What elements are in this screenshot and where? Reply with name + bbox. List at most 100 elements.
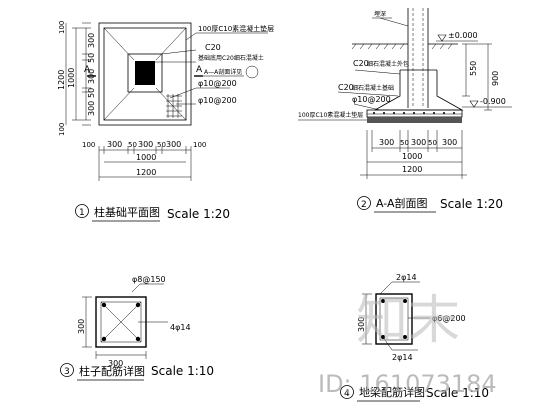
plan-rebar-hatch bbox=[166, 94, 182, 118]
plan-dim-bottom-1: 300 bbox=[107, 140, 122, 149]
plan-dim-bottom-total2: 1200 bbox=[136, 168, 156, 177]
section-ground-hatch bbox=[351, 43, 453, 50]
beam-detail: 2φ14 φ6@200 2φ14 300 4 地梁配筋详图 Scale 1:10 bbox=[340, 273, 489, 402]
section-level-bottom: -0.900 bbox=[480, 97, 506, 106]
plan-bar-b: φ10@200 bbox=[198, 96, 237, 105]
plan-diagonal-c bbox=[103, 87, 135, 121]
plan-detail: A A 100厚C10素混凝土垫层 C20 基础底用C20细石混凝土 A—A剖面… bbox=[57, 21, 274, 222]
section-top-note: 埋深 bbox=[374, 10, 386, 18]
column-detail: φ8@150 4φ14 300 300 3 柱子配筋详图 Scale 1:10 bbox=[60, 275, 214, 381]
beam-section bbox=[375, 293, 413, 345]
section-title-number-circle bbox=[357, 196, 371, 210]
beam-stirrup-ring bbox=[379, 297, 409, 341]
plan-outer-square bbox=[98, 22, 192, 126]
section-callout-conc2-note: 细石混凝土基础 bbox=[352, 84, 394, 92]
plan-diagonal-a bbox=[103, 27, 135, 61]
plan-title-number: 1 bbox=[79, 208, 85, 218]
column-dim-bottom: 300 bbox=[108, 359, 123, 368]
plan-dim-left-total1: 1000 bbox=[67, 68, 76, 88]
plan-diagonal-d bbox=[155, 87, 187, 121]
section-callout-base: 100厚C10素混凝土垫层 bbox=[298, 111, 363, 119]
section-dims-right: 550 900 bbox=[462, 43, 500, 111]
section-dim-bottom-2: 50 bbox=[400, 139, 409, 147]
beam-title-number: 4 bbox=[344, 389, 350, 399]
plan-column bbox=[135, 61, 155, 85]
plan-dims-bottom: 300 50 300 50 300 100 100 1000 1200 bbox=[82, 140, 206, 181]
column-main-bars: 4φ14 bbox=[170, 323, 191, 332]
column-dim-side: 300 bbox=[77, 319, 86, 334]
section-dims-bottom: 300 50 300 50 300 1000 1200 bbox=[360, 130, 467, 179]
beam-bottom-bars: 2φ14 bbox=[392, 353, 413, 362]
column-bar-4 bbox=[135, 336, 141, 342]
plan-section-label-left: A bbox=[84, 65, 91, 75]
beam-scale: Scale 1:10 bbox=[426, 386, 489, 400]
section-callout-conc: C20 bbox=[353, 59, 369, 68]
section-level-top: ±0.000 bbox=[448, 31, 478, 40]
section-bar: φ10@200 bbox=[352, 95, 391, 104]
plan-dim-left-outer-1: 100 bbox=[58, 21, 66, 34]
section-blinding bbox=[367, 117, 462, 123]
beam-bar-1 bbox=[381, 299, 385, 303]
section-dim-bottom-1: 300 bbox=[379, 138, 394, 147]
section-dim-bottom-total: 1000 bbox=[402, 152, 422, 161]
section-detail: ±0.000 -0.900 埋深 C20 细石混凝土外包 C20 细石混凝土基础… bbox=[298, 8, 512, 213]
plan-callout-base: 100厚C10素混凝土垫层 bbox=[198, 24, 274, 33]
section-dim-bottom-3: 300 bbox=[411, 138, 426, 147]
section-title: A-A剖面图 bbox=[376, 196, 428, 210]
beam-stirrup: φ6@200 bbox=[432, 314, 466, 323]
plan-title-number-circle bbox=[75, 204, 89, 218]
plan-scale: Scale 1:20 bbox=[167, 207, 230, 221]
plan-section-label-right: A bbox=[196, 65, 203, 75]
section-callout-conc-note: 细石混凝土外包 bbox=[367, 60, 409, 68]
column-stirrup: φ8@150 bbox=[132, 275, 166, 284]
plan-dim-left-total2: 1200 bbox=[57, 70, 66, 90]
column-scale: Scale 1:10 bbox=[151, 364, 214, 378]
column-title: 柱子配筋详图 bbox=[79, 364, 145, 378]
plan-dim-left-1: 300 bbox=[87, 33, 96, 48]
plan-section-ref-circle bbox=[245, 65, 259, 79]
section-dim-right-2: 900 bbox=[491, 71, 500, 86]
plan-diagonal-b bbox=[155, 27, 187, 61]
section-dim-bottom-total2: 1200 bbox=[402, 165, 422, 174]
column-bar-3 bbox=[101, 336, 107, 342]
section-scale: Scale 1:20 bbox=[440, 197, 503, 211]
plan-dim-left-4: 50 bbox=[87, 88, 96, 98]
section-dim-bottom-4: 50 bbox=[428, 139, 437, 147]
beam-bar-2 bbox=[403, 299, 407, 303]
plan-title: 柱基础平面图 bbox=[94, 205, 160, 219]
plan-pedestal bbox=[127, 53, 163, 93]
watermark-logo: 知末 bbox=[356, 291, 460, 351]
plan-dim-left-2: 50 bbox=[87, 53, 96, 63]
plan-bar-a: φ10@200 bbox=[198, 79, 237, 88]
plan-dim-bottom-side-2: 100 bbox=[193, 141, 206, 149]
column-bar-2 bbox=[135, 302, 141, 308]
plan-dim-left-5: 300 bbox=[87, 101, 96, 116]
column-title-number-circle bbox=[60, 363, 74, 377]
plan-callout-conc: C20 bbox=[205, 43, 221, 52]
section-title-number: 2 bbox=[361, 200, 367, 210]
watermark-id: ID: 161073184 bbox=[318, 370, 497, 398]
column-title-number: 3 bbox=[64, 367, 70, 377]
plan-dim-bottom-4: 50 bbox=[157, 141, 166, 149]
section-dim-bottom-5: 300 bbox=[442, 138, 457, 147]
plan-inner-square bbox=[103, 27, 187, 121]
section-level-top-marker bbox=[437, 34, 447, 42]
plan-dim-bottom-3: 300 bbox=[138, 140, 153, 149]
section-dim-right-1: 550 bbox=[469, 61, 478, 76]
column-bar-1 bbox=[101, 302, 107, 308]
plan-dim-bottom-side-1: 100 bbox=[82, 141, 95, 149]
beam-title-number-circle bbox=[340, 385, 354, 399]
section-level-bottom-marker bbox=[469, 100, 479, 108]
beam-top-bars: 2φ14 bbox=[396, 273, 417, 282]
plan-dim-left-outer-2: 100 bbox=[58, 123, 66, 136]
plan-dim-bottom-total1: 1000 bbox=[136, 153, 156, 162]
plan-dim-bottom-2: 50 bbox=[128, 141, 137, 149]
beam-bar-4 bbox=[403, 335, 407, 339]
section-rebar-dots bbox=[373, 112, 455, 114]
plan-callout-bed: 基础底用C20细石混凝土 bbox=[198, 54, 264, 62]
beam-dim-side: 300 bbox=[357, 317, 366, 332]
plan-dim-bottom-5: 300 bbox=[166, 140, 181, 149]
plan-section-text: A—A剖面详见 bbox=[204, 68, 242, 76]
section-callout-conc2: C20 bbox=[338, 83, 354, 92]
